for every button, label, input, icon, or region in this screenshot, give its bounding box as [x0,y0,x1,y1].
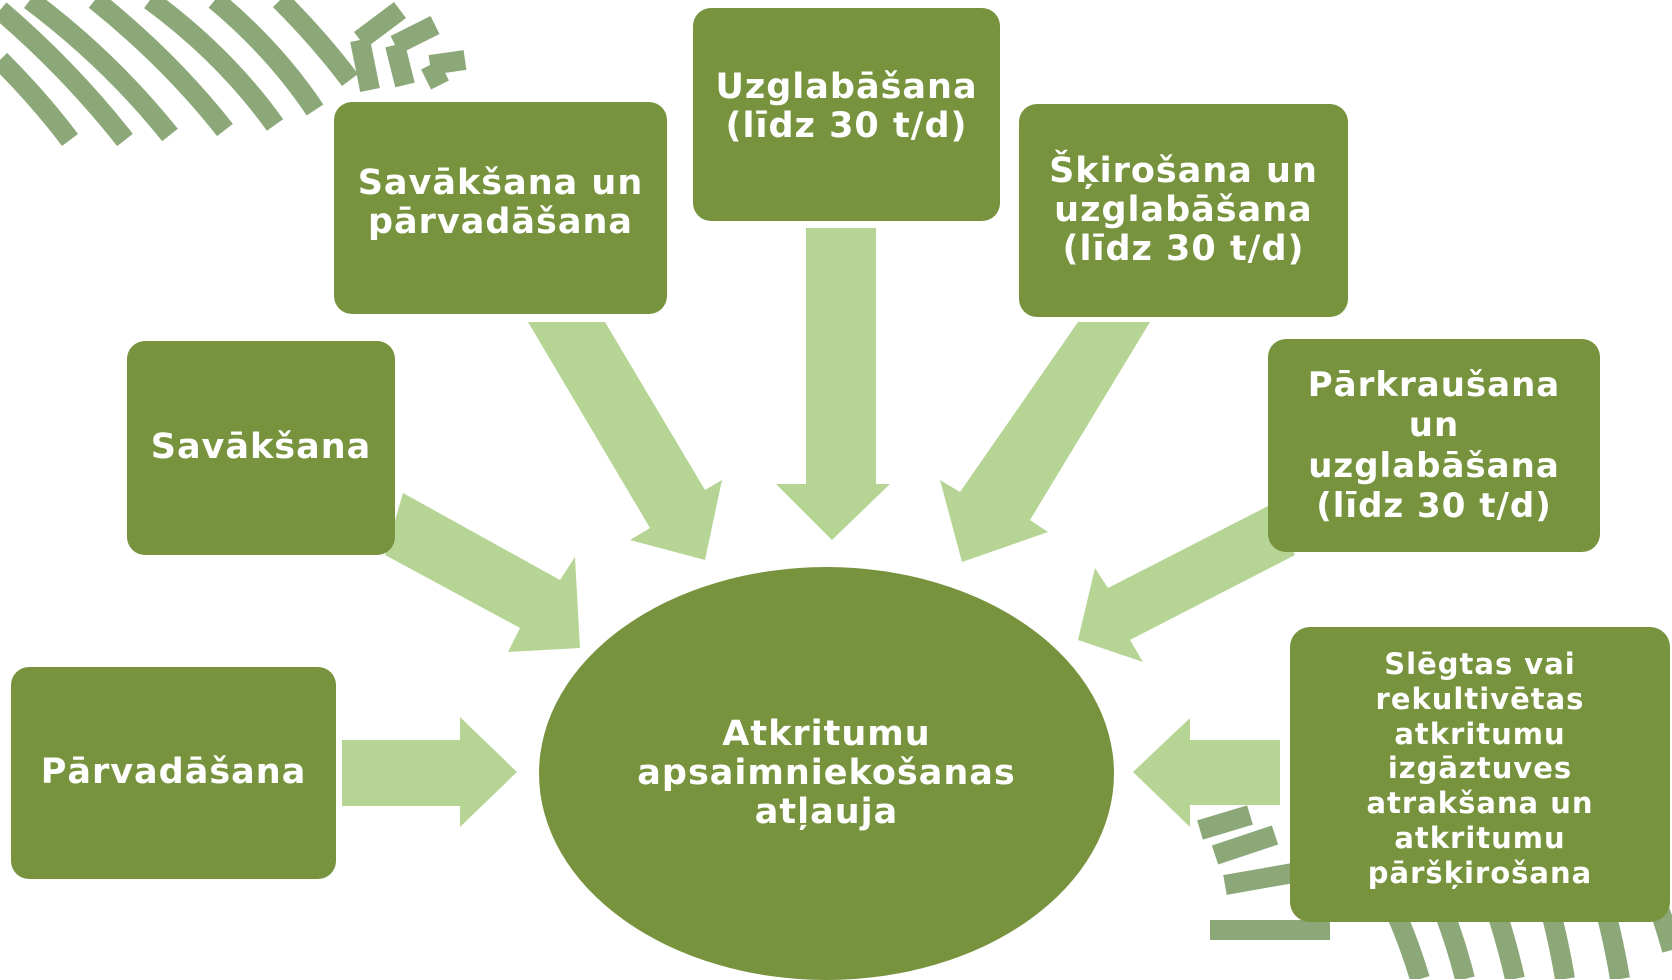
node-label: Savākšana un pārvadāšana [357,163,644,243]
node-label: Šķirošana un uzglabāšana (līdz 30 t/d) [1049,150,1318,270]
arrow-uzglabasana [776,228,890,540]
node-label: Savākšana [150,427,372,468]
node-uzglabasana: Uzglabāšana (līdz 30 t/d) [693,8,1000,221]
arrow-slegtas [1133,718,1280,827]
node-savaksana-un-parvadasana: Savākšana un pārvadāšana [334,102,667,314]
node-label: Pārkraušana un uzglabāšana (līdz 30 t/d) [1307,365,1561,526]
center-node: Atkritumu apsaimniekošanas atļauja [539,567,1114,980]
node-label: Slēgtas vai rekultivētas atkritumu izgāz… [1366,647,1594,890]
node-parvadasana: Pārvadāšana [11,667,336,879]
arrow-savaksana [385,493,580,652]
center-label: Atkritumu apsaimniekošanas atļauja [637,713,1016,833]
arrow-savaksana-un-parvadasana [528,322,722,560]
node-slegtas-izgaztuves: Slēgtas vai rekultivētas atkritumu izgāz… [1290,627,1670,922]
arrow-parkrausana [1078,505,1295,662]
node-label: Uzglabāšana (līdz 30 t/d) [715,67,978,147]
arrow-skirosana [940,322,1150,562]
node-parkrausana-un-uzglabasana: Pārkraušana un uzglabāšana (līdz 30 t/d) [1268,339,1600,552]
node-skirosana-un-uzglabasana: Šķirošana un uzglabāšana (līdz 30 t/d) [1019,104,1348,317]
node-label: Pārvadāšana [40,752,307,793]
arrow-parvadasana [342,717,517,827]
node-savaksana: Savākšana [127,341,395,555]
